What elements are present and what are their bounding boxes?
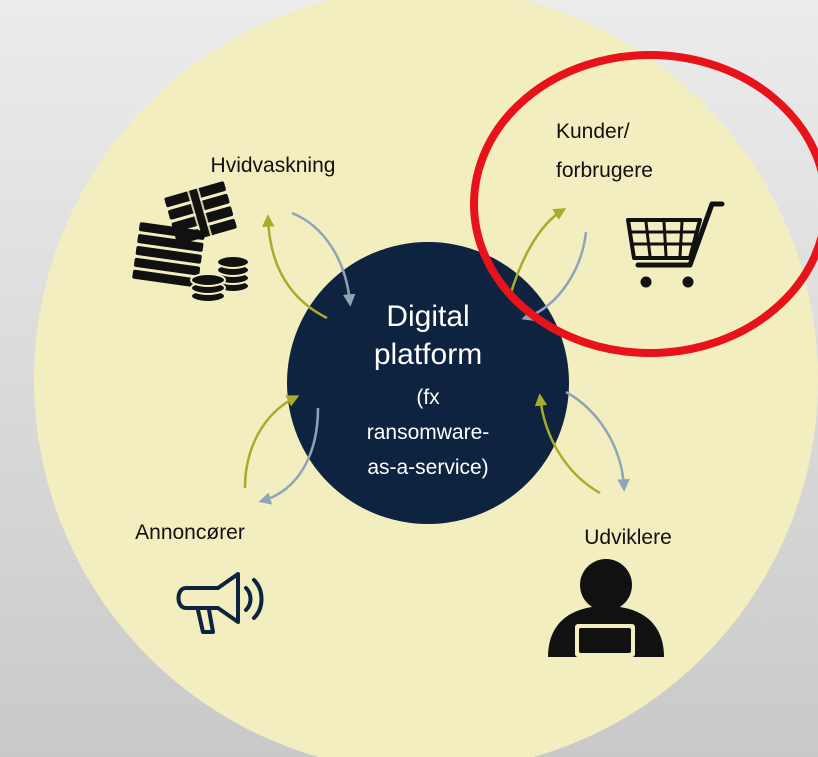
- platform-subtitle-line2: ransomware-: [367, 421, 490, 444]
- money-stack-icon: [132, 181, 250, 303]
- developer-laptop-icon: [548, 559, 664, 657]
- udviklere-label: Udviklere: [584, 526, 672, 549]
- platform-subtitle-line1: (fx: [416, 386, 440, 409]
- arrow-platform-to-annoncorer: [258, 407, 320, 505]
- kunder-label-line2: forbrugere: [556, 159, 653, 182]
- arrow-annoncorer-to-platform: [243, 395, 300, 489]
- megaphone-icon: [176, 572, 264, 634]
- platform-subtitle-line3: as-a-service): [367, 456, 488, 479]
- kunder-label-line1: Kunder/: [556, 120, 630, 143]
- highlight-ring: [470, 51, 818, 357]
- hvidvaskning-label: Hvidvaskning: [211, 154, 336, 177]
- shopping-cart-icon: [626, 201, 725, 288]
- arrow-udviklere-to-platform: [534, 393, 601, 495]
- platform-circle: [287, 242, 569, 524]
- arrow-platform-to-hvidvaskning: [262, 214, 328, 320]
- platform-title-line1: Digital: [386, 300, 469, 333]
- arrow-hvidvaskning-to-platform: [291, 211, 356, 307]
- arrow-platform-to-kunder: [508, 208, 567, 297]
- annoncorer-label: Annoncører: [135, 521, 245, 544]
- platform-title-line2: platform: [374, 338, 482, 371]
- arrow-platform-to-udviklere: [565, 390, 630, 492]
